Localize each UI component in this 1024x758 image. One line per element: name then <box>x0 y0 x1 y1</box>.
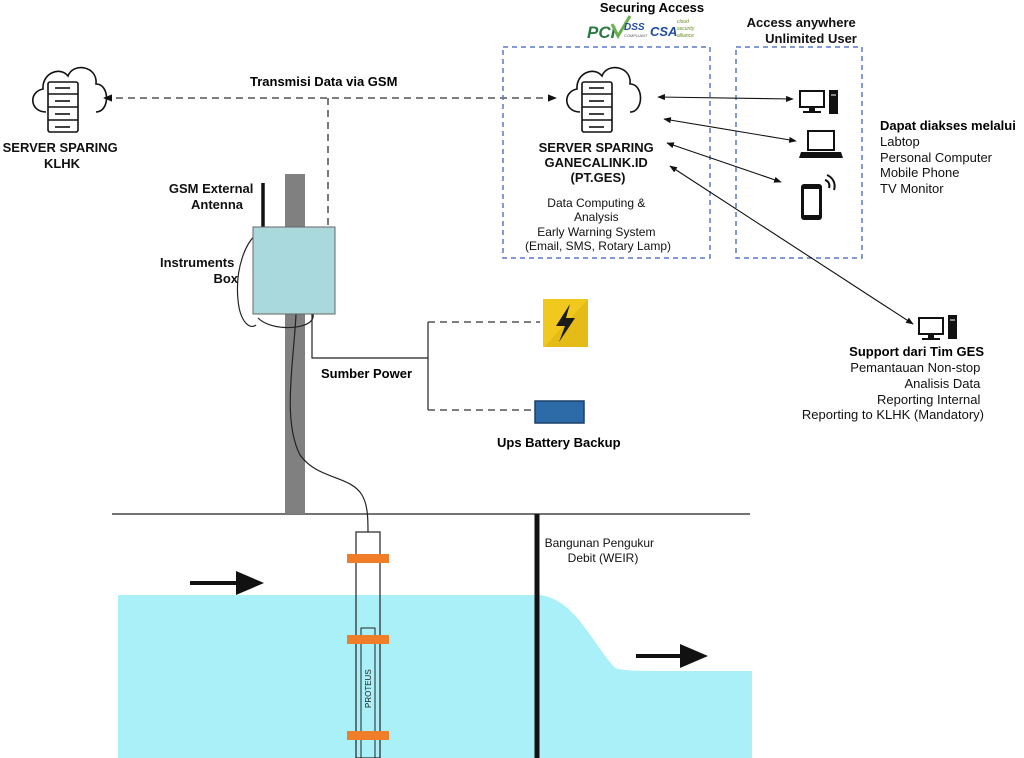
csa-logo: CSA <box>650 24 677 39</box>
antenna-cable <box>236 231 261 327</box>
securing-access-title: Securing Access <box>600 0 704 15</box>
svg-text:alliance: alliance <box>677 33 694 39</box>
ups-label: Ups Battery Backup <box>497 435 621 450</box>
access-list-title: Dapat diakses melalui <box>880 118 1016 133</box>
mobile-phone-icon <box>801 174 836 220</box>
server-klhk-title: SERVER SPARING KLHK <box>3 140 122 171</box>
link-mobile <box>666 142 782 183</box>
link-laptop <box>663 117 797 143</box>
gsm-antenna-label: GSM External Antenna <box>169 181 257 212</box>
electric-power-icon <box>543 299 588 347</box>
support-title: Support dari Tim GES <box>849 344 984 359</box>
flow-arrow-in <box>190 571 264 595</box>
power-line <box>311 314 428 359</box>
instruments-box-label: Instruments Box <box>160 255 239 286</box>
svg-text:security: security <box>677 26 695 32</box>
support-computer-icon <box>918 315 957 340</box>
pole <box>285 174 305 514</box>
water-area <box>118 595 752 758</box>
dss-logo: DSS <box>624 22 645 33</box>
desktop-computer-icon <box>799 90 838 114</box>
battery-icon <box>534 400 585 424</box>
flow-arrow-out <box>636 644 708 668</box>
svg-text:cloud: cloud <box>677 19 689 25</box>
power-label: Sumber Power <box>321 366 412 381</box>
probe-cable <box>289 313 369 533</box>
weir-label: Bangunan Pengukur Debit (WEIR) <box>545 536 658 565</box>
access-anywhere-title: Access anywhere Unlimited User <box>747 15 860 46</box>
access-devices-box <box>735 46 863 259</box>
probe-sensor <box>347 531 389 758</box>
server-klhk-icon <box>32 66 108 133</box>
security-logos: PCI DSS COMPLIANT CSA cloud security all… <box>587 15 695 42</box>
pci-logo: PCI <box>587 23 617 42</box>
link-desktop <box>657 94 794 102</box>
server-ges-description: Data Computing & Analysis Early Warning … <box>525 196 671 253</box>
probe-label: PROTEUS <box>364 669 373 708</box>
svg-text:COMPLIANT: COMPLIANT <box>624 33 648 38</box>
server-ges-title: SERVER SPARING GANECALINK.ID (PT.GES) <box>539 140 658 185</box>
laptop-icon <box>799 130 843 158</box>
gsm-link-label: Transmisi Data via GSM <box>250 74 397 89</box>
server-ges-icon <box>566 66 642 133</box>
access-list-items: Labtop Personal Computer Mobile Phone TV… <box>880 134 996 196</box>
link-support <box>669 165 914 325</box>
instruments-box <box>252 226 336 315</box>
server-ges-box <box>502 46 711 259</box>
support-items: Pemantauan Non-stop Analisis Data Report… <box>802 360 984 422</box>
